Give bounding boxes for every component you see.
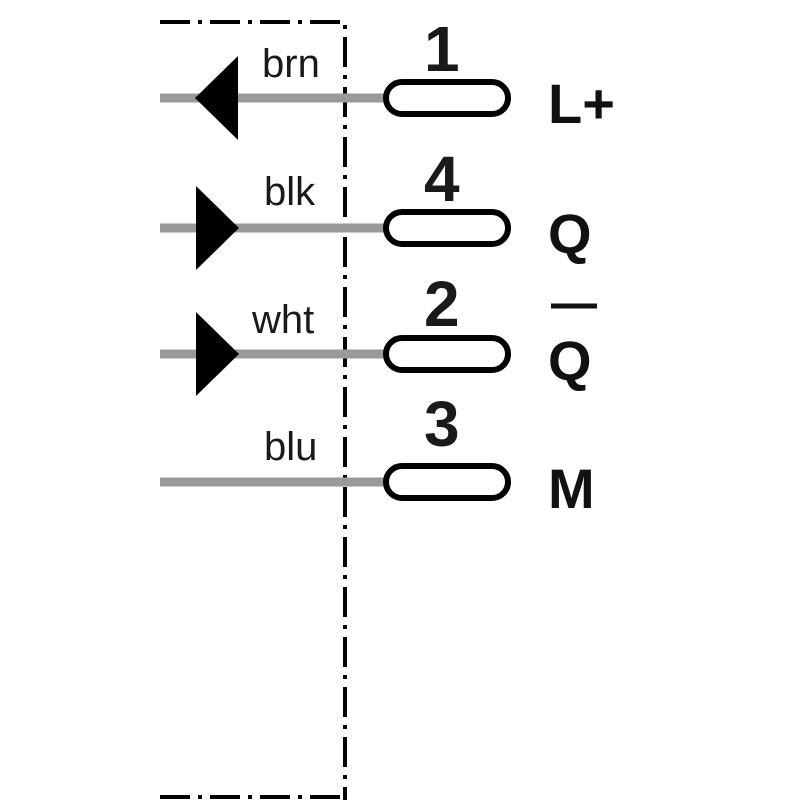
wire-color-label: wht (251, 298, 314, 342)
signal-label: Q (548, 329, 592, 392)
arrow-right-icon (196, 186, 239, 270)
wire-color-label: brn (262, 42, 320, 86)
signal-label: Q (548, 202, 592, 265)
connection-row-4: blu 3 M (160, 388, 595, 520)
signal-label: L+ (548, 72, 615, 135)
signal-label: M (548, 457, 595, 520)
arrow-right-icon (196, 312, 239, 396)
pin-terminal-1 (383, 79, 511, 117)
wire-color-label: blu (264, 425, 317, 469)
pin-terminal-2 (383, 335, 511, 373)
pin-terminal-3 (383, 463, 511, 501)
connection-row-1: brn 1 L+ (160, 13, 615, 140)
pin-number: 2 (424, 268, 460, 340)
connection-row-3: wht 2 Q (160, 268, 597, 396)
pin-number: 1 (424, 13, 460, 85)
wire-color-label: blk (264, 170, 316, 214)
pin-terminal-4 (383, 209, 511, 247)
pin-number: 3 (424, 388, 460, 460)
connection-row-2: blk 4 Q (160, 143, 592, 270)
housing-boundary (160, 20, 347, 800)
pin-number: 4 (424, 143, 460, 215)
arrow-left-icon (195, 56, 238, 140)
